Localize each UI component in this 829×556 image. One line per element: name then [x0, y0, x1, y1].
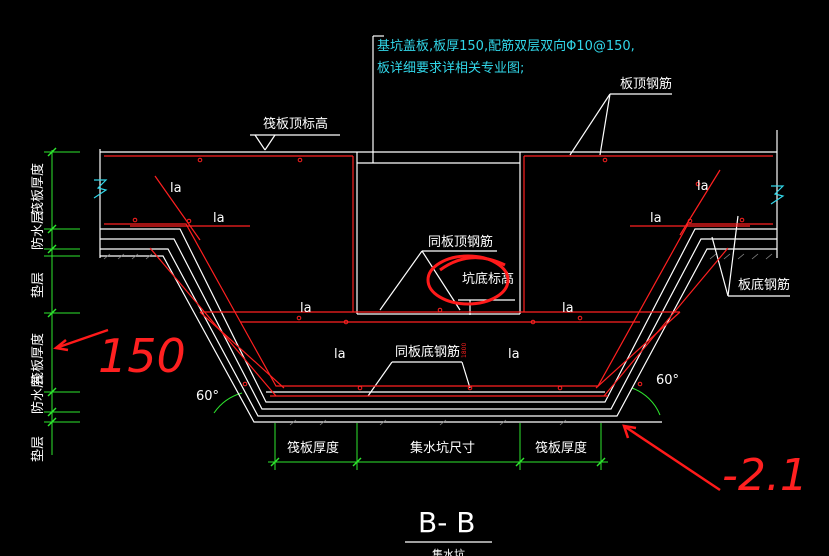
small-dimension-label: 1800: [461, 343, 468, 358]
section-title: B- B: [418, 506, 475, 539]
left-dim-waterproof-bottom: 防水层: [30, 375, 46, 414]
anchorage-label: la: [562, 301, 574, 316]
break-symbols: [93, 179, 785, 205]
bottom-dim-pit-size: 集水坑尺寸: [410, 440, 475, 456]
bottom-dim-raft-thickness-right: 筏板厚度: [535, 440, 587, 456]
anchorage-label: la: [697, 179, 709, 194]
highlight-circle-stroke: [439, 256, 506, 272]
slab-top-rebar-label: 板顶钢筋: [620, 76, 672, 92]
left-dim-raft-thickness-top: 筏板厚度: [30, 163, 46, 215]
left-dim-cushion-top: 垫层: [30, 272, 46, 298]
structure-outline: [99, 35, 790, 543]
section-subtitle: 集水坑: [432, 547, 465, 556]
angle-label-left: 60°: [196, 389, 219, 404]
handwritten-annotations: 150 -2.1: [53, 254, 808, 501]
angle-label-right: 60°: [656, 373, 679, 388]
pit-bottom-elevation-label: 坑底标高: [462, 271, 514, 287]
anchorage-label: la: [334, 347, 346, 362]
raft-top-elevation-label: 筏板顶标高: [263, 116, 328, 132]
note-line-2: 板详细要求详相关专业图;: [377, 61, 524, 76]
annotation-arrow-left: [55, 328, 109, 350]
cushion-hatch: [103, 253, 773, 426]
same-slab-top-rebar-label: 同板顶钢筋: [428, 234, 493, 250]
same-slab-bottom-rebar-label: 同板底钢筋: [395, 344, 460, 360]
anchorage-label: la: [170, 181, 182, 196]
dimension-ticks: [47, 147, 606, 467]
left-dim-waterproof-top: 防水层: [30, 211, 46, 250]
bottom-dim-raft-thickness-left: 筏板厚度: [287, 440, 339, 456]
left-dim-raft-thickness-bottom: 筏板厚度: [30, 333, 46, 385]
rebar-lines: [104, 155, 773, 397]
anchorage-label: la: [213, 211, 225, 226]
anchorage-label: la: [650, 211, 662, 226]
handwritten-thickness-label: 150: [98, 329, 186, 383]
note-line-1: 基坑盖板,板厚150,配筋双层双向Φ10@150,: [377, 38, 635, 54]
handwritten-depth-label: -2.1: [722, 450, 808, 501]
rebar-dots: [132, 157, 745, 391]
highlight-circle: [426, 254, 510, 306]
annotation-text: 基坑盖板,板厚150,配筋双层双向Φ10@150, 板详细要求详相关专业图; 筏…: [30, 38, 790, 556]
left-dim-cushion-bottom: 垫层: [30, 436, 46, 462]
anchorage-label: la: [300, 301, 312, 316]
slab-bottom-rebar-label: 板底钢筋: [738, 277, 790, 293]
anchorage-label: la: [508, 347, 520, 362]
annotation-arrow-right: [623, 424, 721, 492]
